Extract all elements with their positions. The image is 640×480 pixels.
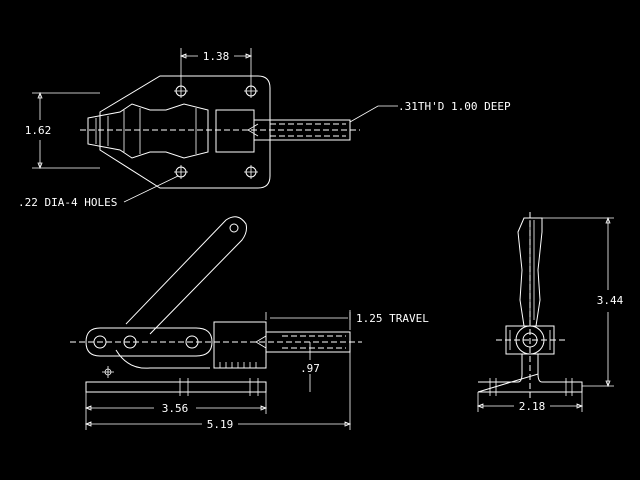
note-thread: .31TH'D 1.00 DEEP bbox=[398, 100, 511, 113]
dim-overall-length: 5.19 bbox=[207, 418, 234, 431]
dim-hole-spacing: 1.38 bbox=[203, 50, 230, 63]
side-handle-arm bbox=[125, 216, 247, 335]
dim-plate-height: 1.62 bbox=[25, 124, 52, 137]
note-holes: .22 DIA-4 HOLES bbox=[18, 196, 117, 209]
top-view: 1.38 1.62 .31TH'D 1.00 DEEP .22 DIA-4 HO… bbox=[18, 48, 511, 209]
top-plunger-housing bbox=[215, 109, 255, 153]
side-plunger-housing bbox=[213, 321, 267, 369]
end-view: 3.44 2.18 bbox=[476, 212, 624, 413]
dim-offset: .97 bbox=[300, 362, 320, 375]
dim-base-length: 3.56 bbox=[162, 402, 189, 415]
side-base bbox=[85, 381, 267, 393]
top-handle bbox=[87, 103, 209, 159]
side-view: 1.25 TRAVEL .97 3.56 5.19 bbox=[70, 216, 429, 431]
top-base-plate bbox=[99, 75, 271, 189]
side-linkage bbox=[85, 327, 213, 357]
dim-end-height: 3.44 bbox=[597, 294, 624, 307]
dim-travel: 1.25 TRAVEL bbox=[356, 312, 429, 325]
handle-pivot bbox=[229, 223, 239, 233]
end-base bbox=[477, 373, 583, 393]
dim-end-width: 2.18 bbox=[519, 400, 546, 413]
